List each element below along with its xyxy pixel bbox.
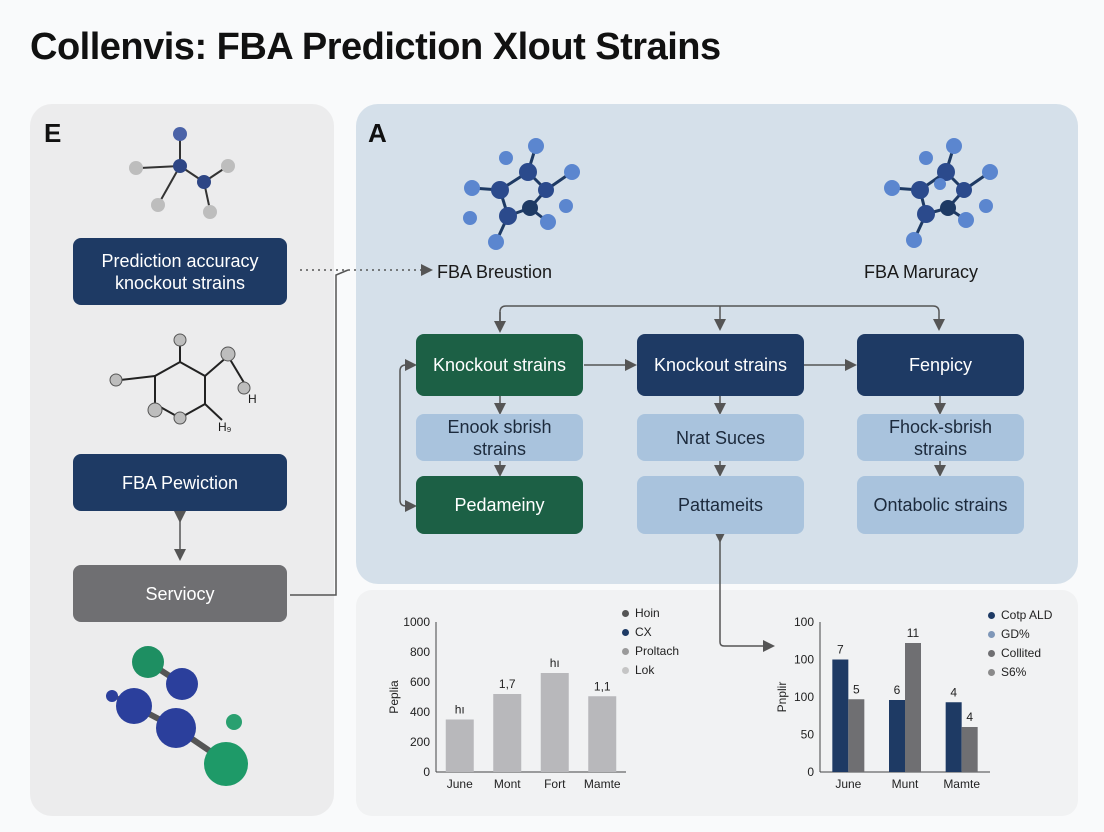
node-fba-pewiction: FBA Pewiction bbox=[73, 454, 287, 511]
molecule-h9-label: H₉ bbox=[218, 420, 232, 434]
legend-label: GD% bbox=[1001, 627, 1030, 641]
x-tick-label: June bbox=[447, 777, 473, 791]
node-col2-nrat-suces: Nrat Suces bbox=[637, 414, 804, 461]
chart1-legend-item: Hoin bbox=[622, 604, 679, 623]
bar-data-label: hı bbox=[550, 656, 560, 670]
label-fba-maruracy: FBA Maruracy bbox=[864, 262, 979, 282]
chart1-legend-item: CX bbox=[622, 623, 679, 642]
panel-left-letter: E bbox=[44, 118, 62, 148]
y-tick-label: 200 bbox=[410, 735, 430, 749]
x-tick-label: Mamte bbox=[584, 777, 621, 791]
molecule-h-label: H bbox=[248, 392, 257, 406]
bar-data-label: 1,1 bbox=[594, 679, 611, 693]
chart-connector bbox=[714, 531, 775, 652]
y-tick-label: 0 bbox=[423, 765, 430, 779]
node-serviocy: Serviocy bbox=[73, 565, 287, 622]
bar bbox=[905, 643, 921, 772]
bar bbox=[540, 673, 569, 772]
legend-label: Proltach bbox=[635, 644, 680, 658]
legend-label: Lok bbox=[635, 663, 655, 677]
bar bbox=[445, 719, 474, 772]
molecule-cluster-left-icon bbox=[463, 138, 580, 250]
x-tick-label: Mamte bbox=[943, 777, 980, 791]
node-col2-knockout: Knockout strains bbox=[637, 334, 804, 396]
label-fba-breustion: FBA Breustion bbox=[437, 262, 553, 282]
y-axis-label: Pnplir bbox=[775, 682, 789, 713]
legend-swatch bbox=[988, 612, 995, 619]
legend-label: Collited bbox=[1001, 646, 1042, 660]
chart2-legend-item: Collited bbox=[988, 644, 1052, 663]
node-col3-ontabolic: Ontabolic strains bbox=[857, 476, 1024, 534]
chart1-legend-item: Proltach bbox=[622, 642, 679, 661]
node-col1-knockout: Knockout strains bbox=[416, 334, 583, 396]
bar bbox=[493, 694, 522, 772]
node-col2-pattameits: Pattameits bbox=[637, 476, 804, 534]
panel-right-letter: A bbox=[368, 118, 387, 148]
y-tick-label: 50 bbox=[801, 728, 815, 742]
x-tick-label: Fort bbox=[544, 777, 566, 791]
node-col3-fhock: Fhock-sbrish strains bbox=[857, 414, 1024, 461]
legend-label: CX bbox=[635, 625, 652, 639]
y-tick-label: 100 bbox=[794, 615, 814, 629]
bar-data-label: 4 bbox=[966, 710, 973, 724]
molecule-bottom-left-icon bbox=[106, 646, 248, 786]
node-prediction-accuracy: Prediction accuracy knockout strains bbox=[73, 238, 287, 305]
y-tick-label: 400 bbox=[410, 705, 430, 719]
bar-data-label: 7 bbox=[837, 643, 844, 657]
figure-title: Collenvis: FBA Prediction Xlout Strains bbox=[30, 26, 721, 68]
y-tick-label: 600 bbox=[410, 675, 430, 689]
y-tick-label: 1000 bbox=[403, 615, 430, 629]
y-tick-label: 800 bbox=[410, 645, 430, 659]
x-tick-label: Mont bbox=[494, 777, 521, 791]
bar bbox=[961, 727, 978, 772]
legend-swatch bbox=[622, 629, 629, 636]
x-tick-label: June bbox=[835, 777, 861, 791]
molecule-ring-icon bbox=[109, 333, 251, 425]
bar bbox=[848, 699, 865, 772]
bar bbox=[832, 659, 849, 772]
legend-swatch bbox=[988, 650, 995, 657]
legend-swatch bbox=[622, 667, 629, 674]
legend-swatch bbox=[622, 610, 629, 617]
bar-data-label: 4 bbox=[950, 685, 957, 699]
chart1-legend-item: Lok bbox=[622, 661, 679, 680]
bar-data-label: hı bbox=[455, 703, 465, 717]
bar bbox=[889, 700, 905, 772]
node-col1-pedameiny: Pedameiny bbox=[416, 476, 583, 534]
x-tick-label: Munt bbox=[892, 777, 919, 791]
col1-loop bbox=[399, 364, 417, 512]
y-tick-label: 100 bbox=[794, 653, 814, 667]
y-tick-label: 0 bbox=[807, 765, 814, 779]
chart2-legend-item: S6% bbox=[988, 663, 1052, 682]
legend-swatch bbox=[622, 648, 629, 655]
y-tick-label: 100 bbox=[794, 690, 814, 704]
molecule-cluster-right-icon bbox=[884, 138, 998, 248]
legend-label: Cotp ALD bbox=[1001, 608, 1053, 622]
legend-label: S6% bbox=[1001, 665, 1027, 679]
bar bbox=[945, 702, 962, 772]
bar-data-label: 11 bbox=[907, 626, 920, 640]
molecule-top-left-icon bbox=[129, 127, 235, 219]
chart2-legend-item: GD% bbox=[988, 625, 1052, 644]
bar-data-label: 5 bbox=[853, 682, 860, 696]
bar-data-label: 1,7 bbox=[499, 677, 516, 691]
node-col1-enook: Enook sbrish strains bbox=[416, 414, 583, 461]
node-col3-fenpicy: Fenpicy bbox=[857, 334, 1024, 396]
legend-swatch bbox=[988, 669, 995, 676]
bar bbox=[588, 696, 617, 772]
chart2-legend-item: Cotp ALD bbox=[988, 606, 1052, 625]
serviocy-connector bbox=[290, 269, 349, 596]
y-axis-label: Peplia bbox=[387, 680, 401, 714]
legend-label: Hoin bbox=[635, 606, 660, 620]
legend-swatch bbox=[988, 631, 995, 638]
bar-data-label: 6 bbox=[894, 683, 901, 697]
